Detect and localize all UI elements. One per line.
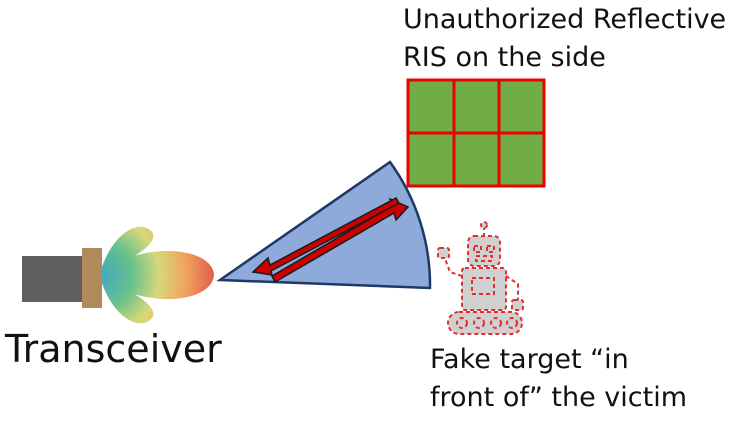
- robot-antenna-tip: [480, 221, 488, 229]
- robot-fake-target-icon: [437, 221, 524, 335]
- fake-target-label-line1: Fake target “in: [430, 344, 629, 375]
- robot-arm-right: [505, 275, 519, 300]
- radiation-pattern: [98, 226, 214, 324]
- robot-arm-left: [443, 255, 463, 277]
- robot-wheel: [490, 317, 502, 329]
- side-lobe-lower: [100, 277, 154, 324]
- beam-sector: [216, 160, 432, 290]
- transceiver-label: Transceiver: [5, 327, 222, 371]
- robot-wheel: [473, 317, 485, 329]
- side-lobe-upper: [100, 226, 154, 273]
- robot-eye-left: [473, 245, 482, 253]
- robot-wheel: [456, 317, 468, 329]
- robot-hand-right: [511, 299, 524, 311]
- arrow-return: [251, 197, 401, 276]
- robot-eye-right: [486, 245, 495, 253]
- transceiver-horn: [22, 248, 102, 308]
- main-lobe: [98, 250, 214, 300]
- robot-torso: [461, 267, 507, 311]
- ris-label-line1: Unauthorized Reflective: [403, 4, 727, 35]
- ris-panel: [406, 78, 546, 188]
- horn-body: [22, 256, 84, 302]
- robot-panel: [471, 277, 495, 295]
- reflection-arrows: [251, 197, 410, 284]
- robot-hand-left: [437, 247, 450, 259]
- horn-flange: [82, 248, 102, 308]
- ris-label-line2: RIS on the side: [403, 42, 606, 73]
- robot-head: [467, 235, 501, 267]
- fake-target-label-line2: front of” the victim: [430, 382, 688, 413]
- robot-wheel: [506, 317, 518, 329]
- robot-mouth: [475, 255, 493, 262]
